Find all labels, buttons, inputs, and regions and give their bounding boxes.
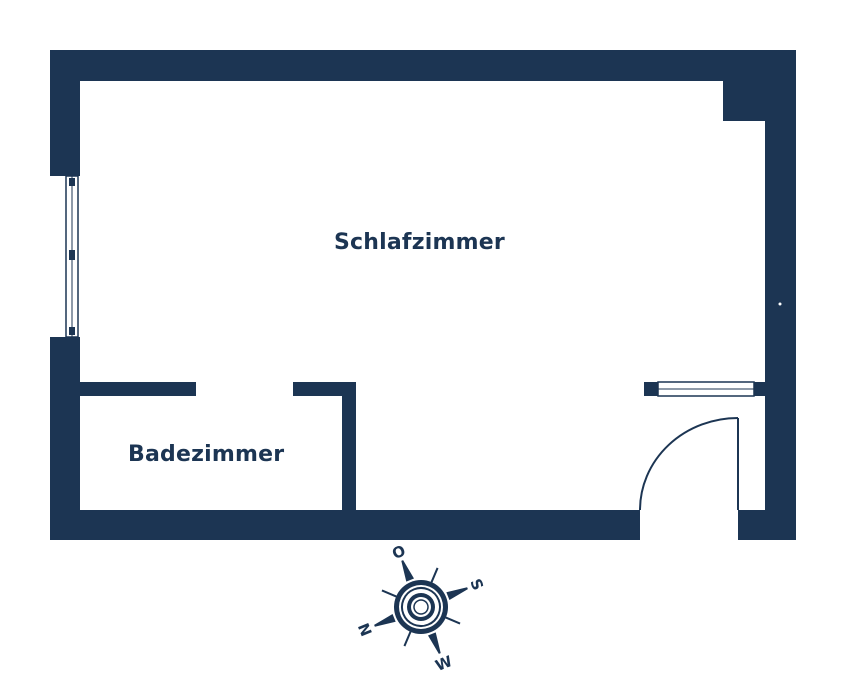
compass-east-label: O bbox=[389, 541, 408, 562]
wall-left-upper bbox=[50, 50, 80, 176]
wall-bottom-right bbox=[738, 510, 796, 540]
marker-dot bbox=[778, 302, 782, 306]
compass-south-label: S bbox=[466, 576, 487, 593]
compass-north-label: N bbox=[355, 620, 376, 638]
compass: O S W N bbox=[355, 541, 487, 675]
walls bbox=[50, 50, 796, 540]
window-left bbox=[65, 175, 79, 338]
room-label-bathroom: Badezimmer bbox=[128, 442, 285, 467]
wall-bottom-left bbox=[50, 510, 640, 540]
bathroom-wall-right bbox=[342, 382, 356, 510]
bathroom-wall-top-right bbox=[293, 382, 356, 396]
sliding-panel bbox=[657, 381, 755, 397]
room-label-bedroom: Schlafzimmer bbox=[334, 230, 505, 255]
compass-west-label: W bbox=[433, 652, 456, 675]
wall-top bbox=[50, 50, 796, 81]
wall-right bbox=[765, 50, 796, 540]
wall-stub-left bbox=[644, 382, 660, 396]
bathroom-wall-top-left bbox=[80, 382, 196, 396]
entrance-door bbox=[639, 417, 739, 511]
compass-rays bbox=[374, 560, 468, 654]
wall-stub-right bbox=[752, 382, 765, 396]
wall-left-lower bbox=[50, 337, 80, 540]
